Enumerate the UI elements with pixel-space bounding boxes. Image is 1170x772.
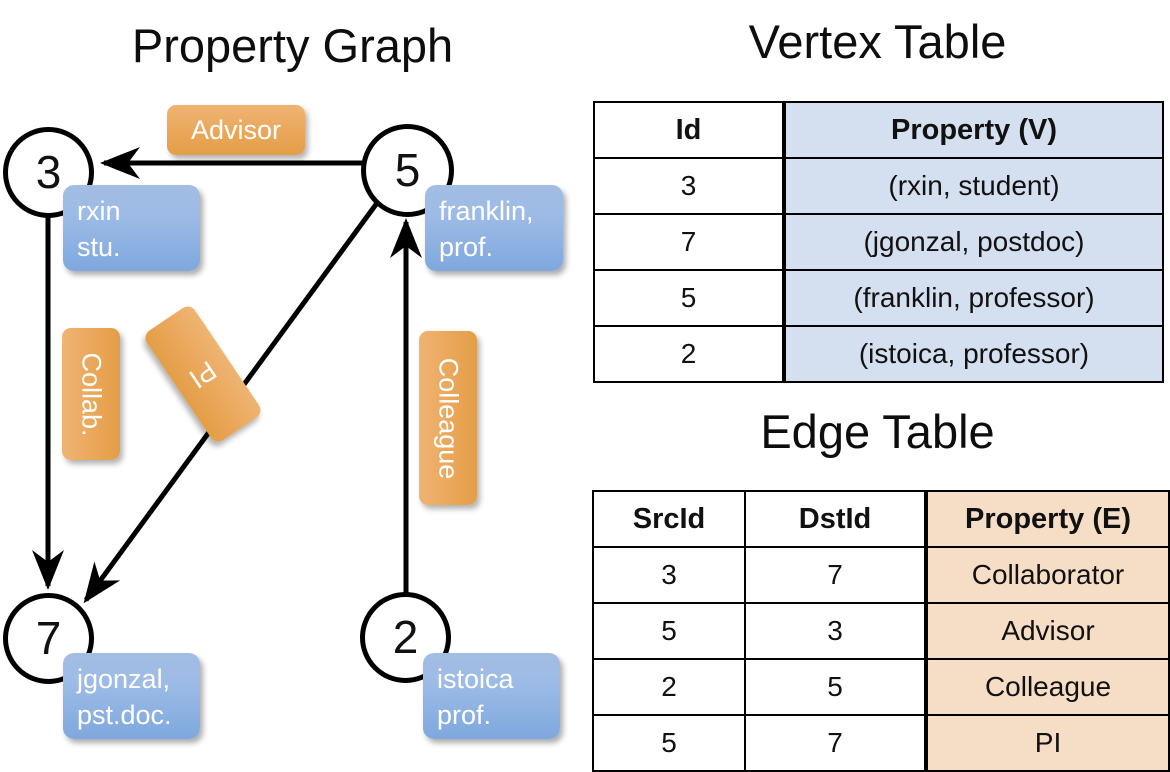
- edge-label-text-collab: Collab.: [76, 351, 107, 437]
- graph-node-3-label: 3: [35, 145, 62, 198]
- cell-property: (rxin, student): [782, 157, 1164, 215]
- graph-node-2-label: 2: [392, 610, 419, 663]
- table-row[interactable]: 3 (rxin, student): [593, 157, 1164, 215]
- cell-srcid: 2: [592, 658, 746, 716]
- graph-node-2[interactable]: 2: [360, 592, 451, 683]
- edge-label-text-advisor: Advisor: [190, 114, 282, 145]
- column-header-dstid: DstId: [744, 490, 927, 548]
- table-header-row: Id Property (V): [593, 101, 1164, 159]
- node-property-line-1: rxin: [77, 196, 121, 226]
- cell-dstid: 7: [744, 714, 927, 772]
- node-property-line-2: stu.: [77, 231, 121, 262]
- table-row[interactable]: 2 (istoica, professor): [593, 325, 1164, 383]
- cell-property: (jgonzal, postdoc): [782, 213, 1164, 271]
- cell-srcid: 5: [592, 602, 746, 660]
- table-row[interactable]: 5 3 Advisor: [592, 602, 1170, 660]
- cell-id: 7: [593, 213, 785, 271]
- cell-id: 5: [593, 269, 785, 327]
- property-graph-panel: Property Graph 3 5 7 2 rxin stu. frankli…: [0, 0, 585, 760]
- table-row[interactable]: 3 7 Collaborator: [592, 546, 1170, 604]
- node-property-line-2: prof.: [439, 231, 494, 262]
- cell-id: 2: [593, 325, 785, 383]
- table-row[interactable]: 2 5 Colleague: [592, 658, 1170, 716]
- edge-table: SrcId DstId Property (E) 3 7 Collaborato…: [592, 490, 1170, 772]
- edge-label-text-pi: PI: [184, 354, 223, 394]
- cell-property: Advisor: [924, 602, 1170, 660]
- cell-id: 3: [593, 157, 785, 215]
- node-property-line-2: prof.: [437, 699, 492, 730]
- edge-label-box-advisor: Advisor: [167, 105, 305, 155]
- node-property-line-1: istoica: [437, 664, 514, 694]
- cell-property: (franklin, professor): [782, 269, 1164, 327]
- cell-property: PI: [924, 714, 1170, 772]
- node-property-box-istoica: istoica prof.: [423, 653, 560, 739]
- cell-property: Colleague: [924, 658, 1170, 716]
- cell-srcid: 3: [592, 546, 746, 604]
- cell-property: (istoica, professor): [782, 325, 1164, 383]
- column-header-property-v: Property (V): [782, 101, 1164, 159]
- cell-dstid: 7: [744, 546, 927, 604]
- graph-node-5[interactable]: 5: [361, 124, 454, 217]
- node-property-line-1: jgonzal,: [77, 664, 171, 694]
- column-header-property-e: Property (E): [924, 490, 1170, 548]
- table-row[interactable]: 5 7 PI: [592, 714, 1170, 772]
- table-row[interactable]: 5 (franklin, professor): [593, 269, 1164, 327]
- cell-property: Collaborator: [924, 546, 1170, 604]
- section-title-edge-table: Edge Table: [760, 405, 995, 458]
- column-header-id: Id: [593, 101, 785, 159]
- edge-label-text-colleague: Colleague: [433, 357, 464, 479]
- graph-node-5-label: 5: [394, 143, 421, 196]
- table-header-row: SrcId DstId Property (E): [592, 490, 1170, 548]
- vertex-table: Id Property (V) 3 (rxin, student) 7 (jgo…: [593, 101, 1164, 383]
- section-title-vertex-table: Vertex Table: [748, 15, 1007, 68]
- edge-label-box-collab: Collab.: [62, 328, 120, 460]
- column-header-srcid: SrcId: [592, 490, 746, 548]
- cell-dstid: 3: [744, 602, 927, 660]
- table-row[interactable]: 7 (jgonzal, postdoc): [593, 213, 1164, 271]
- graph-node-7-label: 7: [35, 611, 62, 664]
- node-property-line-1: franklin,: [439, 196, 534, 226]
- page-title-property-graph: Property Graph: [131, 19, 454, 72]
- node-property-box-rxin: rxin stu.: [63, 185, 200, 271]
- cell-srcid: 5: [592, 714, 746, 772]
- cell-dstid: 5: [744, 658, 927, 716]
- node-property-box-franklin: franklin, prof.: [425, 185, 563, 271]
- node-property-box-jgonzal: jgonzal, pst.doc.: [63, 653, 200, 739]
- node-property-line-2: pst.doc.: [77, 699, 172, 730]
- edge-label-box-colleague: Colleague: [419, 331, 477, 505]
